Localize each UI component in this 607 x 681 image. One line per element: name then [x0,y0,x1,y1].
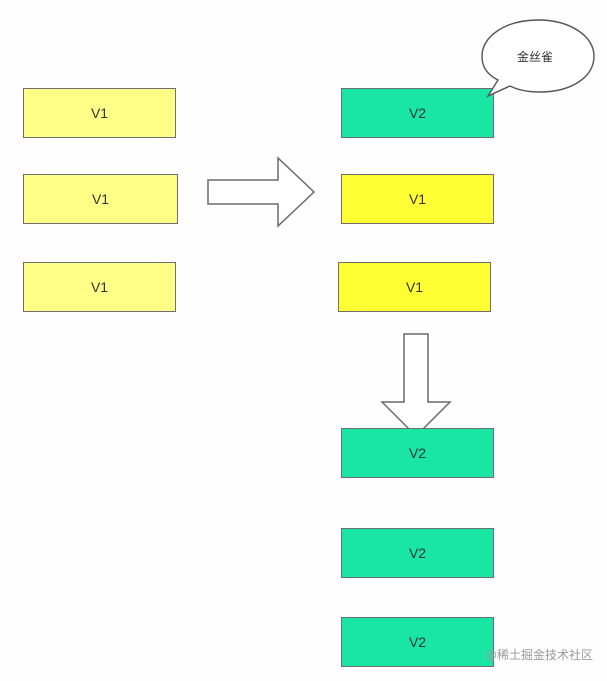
box-label: V1 [90,105,109,121]
box-label: V1 [408,191,427,207]
left-box-2: V1 [23,174,178,224]
box-label: V2 [408,634,427,650]
left-box-3: V1 [23,262,176,312]
down-arrow-icon [380,333,452,438]
box-label: V2 [408,545,427,561]
box-label: V1 [90,279,109,295]
bottom-box-2: V2 [341,528,494,578]
watermark: @稀土掘金技术社区 [484,648,593,662]
left-box-1: V1 [23,88,176,138]
middle-box-canary: V2 [341,88,494,138]
callout-bubble [481,19,595,98]
right-arrow-icon [207,156,316,228]
box-label: V2 [408,445,427,461]
middle-box-3: V1 [338,262,491,312]
bottom-box-3: V2 [341,617,494,667]
callout-label: 金丝雀 [516,50,553,64]
box-label: V1 [91,191,110,207]
box-label: V2 [408,105,427,121]
bottom-box-1: V2 [341,428,494,478]
middle-box-2: V1 [341,174,494,224]
box-label: V1 [405,279,424,295]
